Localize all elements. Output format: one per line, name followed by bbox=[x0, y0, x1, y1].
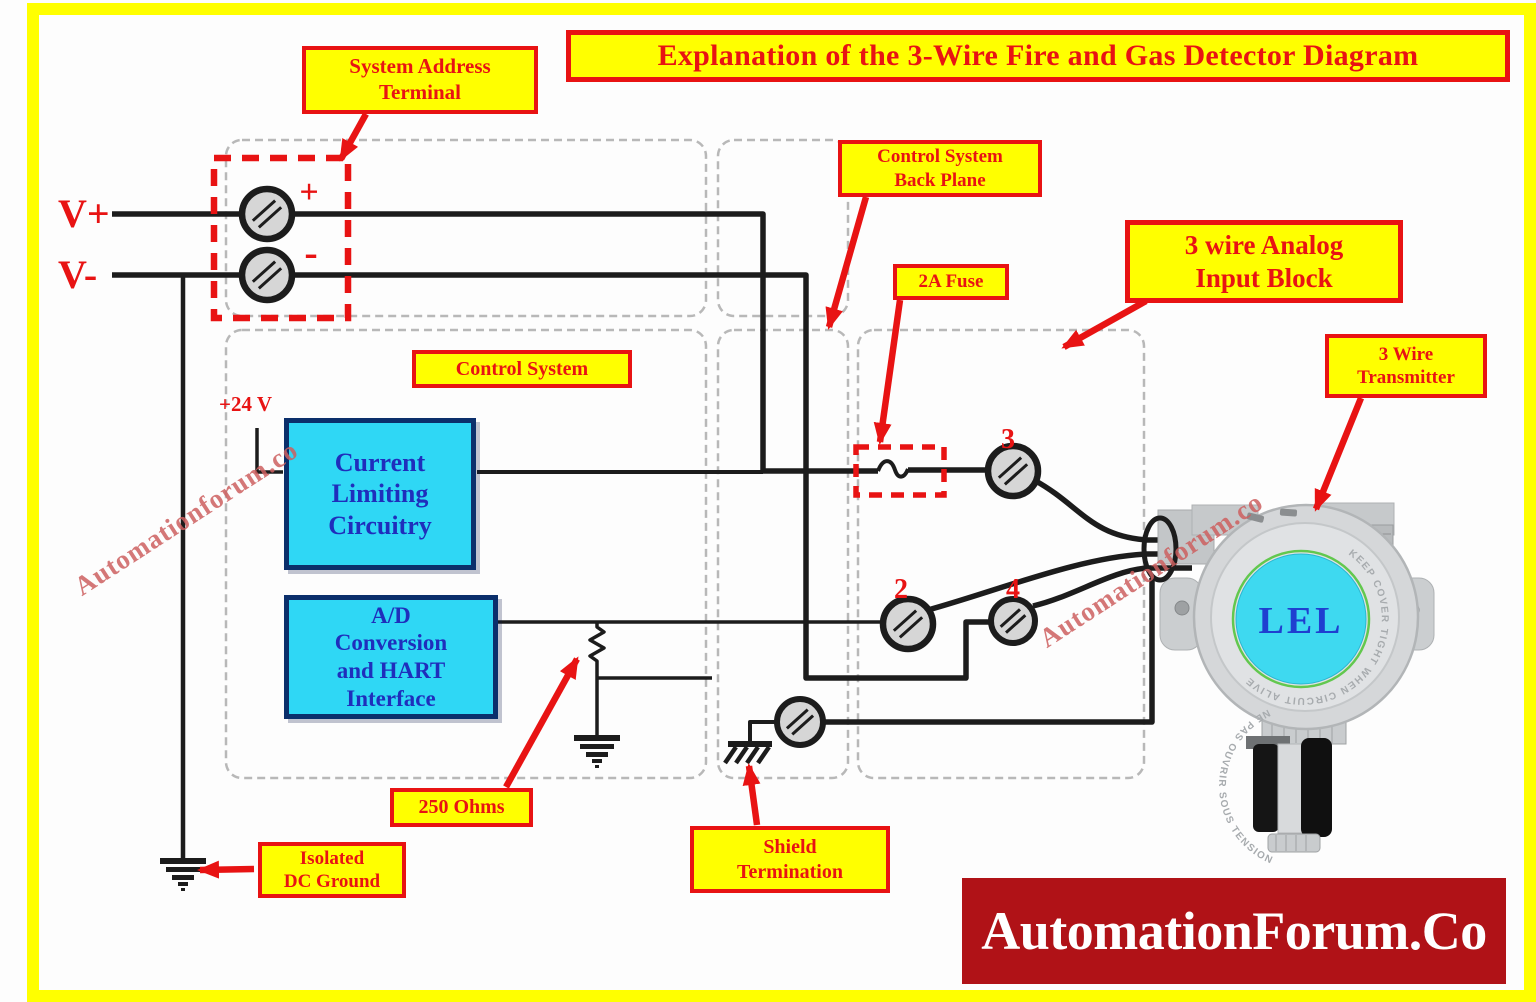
arrow-back-plane bbox=[825, 196, 870, 330]
resistor-250-ohm bbox=[588, 622, 712, 735]
terminal-3-number: 3 bbox=[1001, 424, 1015, 455]
fuse-element bbox=[876, 459, 910, 479]
callout-arrows bbox=[197, 112, 1365, 879]
label-control-system-back-plane: Control System Back Plane bbox=[838, 140, 1042, 197]
arrow-system-address bbox=[338, 112, 369, 162]
label-2a-fuse: 2A Fuse bbox=[893, 264, 1009, 300]
v-minus-wire bbox=[112, 272, 991, 681]
label-isolated-dc-ground: Isolated DC Ground bbox=[258, 842, 406, 898]
screw-terminals bbox=[238, 185, 1042, 748]
terminal-minus bbox=[238, 246, 296, 304]
label-system-address-terminal: System Address Terminal bbox=[302, 46, 538, 114]
v-plus-wire bbox=[112, 211, 878, 474]
terminal-2-number: 2 bbox=[894, 574, 908, 605]
shield-ground-wire bbox=[748, 720, 778, 741]
sensor-bottom-ring bbox=[1267, 833, 1321, 853]
sensor-cylinder-right bbox=[1301, 738, 1332, 837]
terminal-4 bbox=[988, 596, 1038, 646]
label-shield-termination: Shield Termination bbox=[690, 826, 890, 893]
label-analog-input-block: 3 wire Analog Input Block bbox=[1125, 220, 1403, 303]
supply-24v-label: +24 V bbox=[219, 392, 273, 416]
terminal-2 bbox=[879, 595, 937, 653]
label-control-system: Control System bbox=[412, 350, 632, 388]
isolated-dc-ground-symbol bbox=[160, 858, 206, 891]
arrow-dc-ground bbox=[197, 860, 255, 879]
lel-display: LEL bbox=[1258, 600, 1343, 642]
label-3-wire-transmitter: 3 Wire Transmitter bbox=[1325, 334, 1487, 398]
shield-chassis-ground-symbol bbox=[723, 741, 772, 765]
supply-24v-stub bbox=[255, 428, 283, 474]
v-minus-label: V- bbox=[58, 252, 98, 297]
fuse-highlight bbox=[853, 444, 947, 498]
system-address-terminal-highlight bbox=[210, 154, 352, 322]
resistor-ground-symbol bbox=[574, 735, 620, 768]
terminal3-cable-wire bbox=[1032, 477, 1192, 543]
v-plus-label: V+ bbox=[58, 191, 110, 236]
arrow-resistor bbox=[503, 656, 580, 789]
terminal-3 bbox=[984, 442, 1042, 500]
sensor-cylinder-mid bbox=[1277, 743, 1303, 834]
terminal-shield bbox=[774, 696, 826, 748]
gas-detector-device: KEEP COVER TIGHT WHEN CIRCUIT ALIVE NE P… bbox=[1157, 502, 1435, 867]
arrow-analog-block bbox=[1061, 298, 1148, 350]
face-green-ring bbox=[1231, 549, 1371, 689]
current-limiting-block: Current Limiting Circuitry bbox=[284, 418, 476, 570]
terminal-plus bbox=[238, 185, 296, 243]
terminal-minus-mark: - bbox=[304, 230, 317, 275]
diagram-title: Explanation of the 3-Wire Fire and Gas D… bbox=[566, 30, 1510, 82]
arrow-shield bbox=[742, 763, 761, 826]
sensor-cylinder-left bbox=[1253, 744, 1279, 832]
terminal-4-number: 4 bbox=[1006, 574, 1020, 605]
terminal-marks: + - 3 2 4 bbox=[299, 174, 1020, 605]
wires bbox=[112, 211, 1192, 858]
cable-loop bbox=[1141, 515, 1179, 583]
shield-cable-wire bbox=[822, 578, 1155, 725]
automationforum-logo: AutomationForum.Co bbox=[962, 878, 1506, 984]
terminal4-cable-wire bbox=[1032, 565, 1192, 609]
arrow-fuse bbox=[873, 299, 904, 445]
arrow-transmitter bbox=[1312, 396, 1365, 512]
terminal2-cable-wire bbox=[927, 551, 1192, 613]
detector-face bbox=[1235, 553, 1367, 685]
terminal-plus-mark: + bbox=[299, 174, 318, 211]
label-250-ohms: 250 Ohms bbox=[390, 788, 533, 827]
ad-conversion-block: A/D Conversion and HART Interface bbox=[284, 595, 498, 719]
